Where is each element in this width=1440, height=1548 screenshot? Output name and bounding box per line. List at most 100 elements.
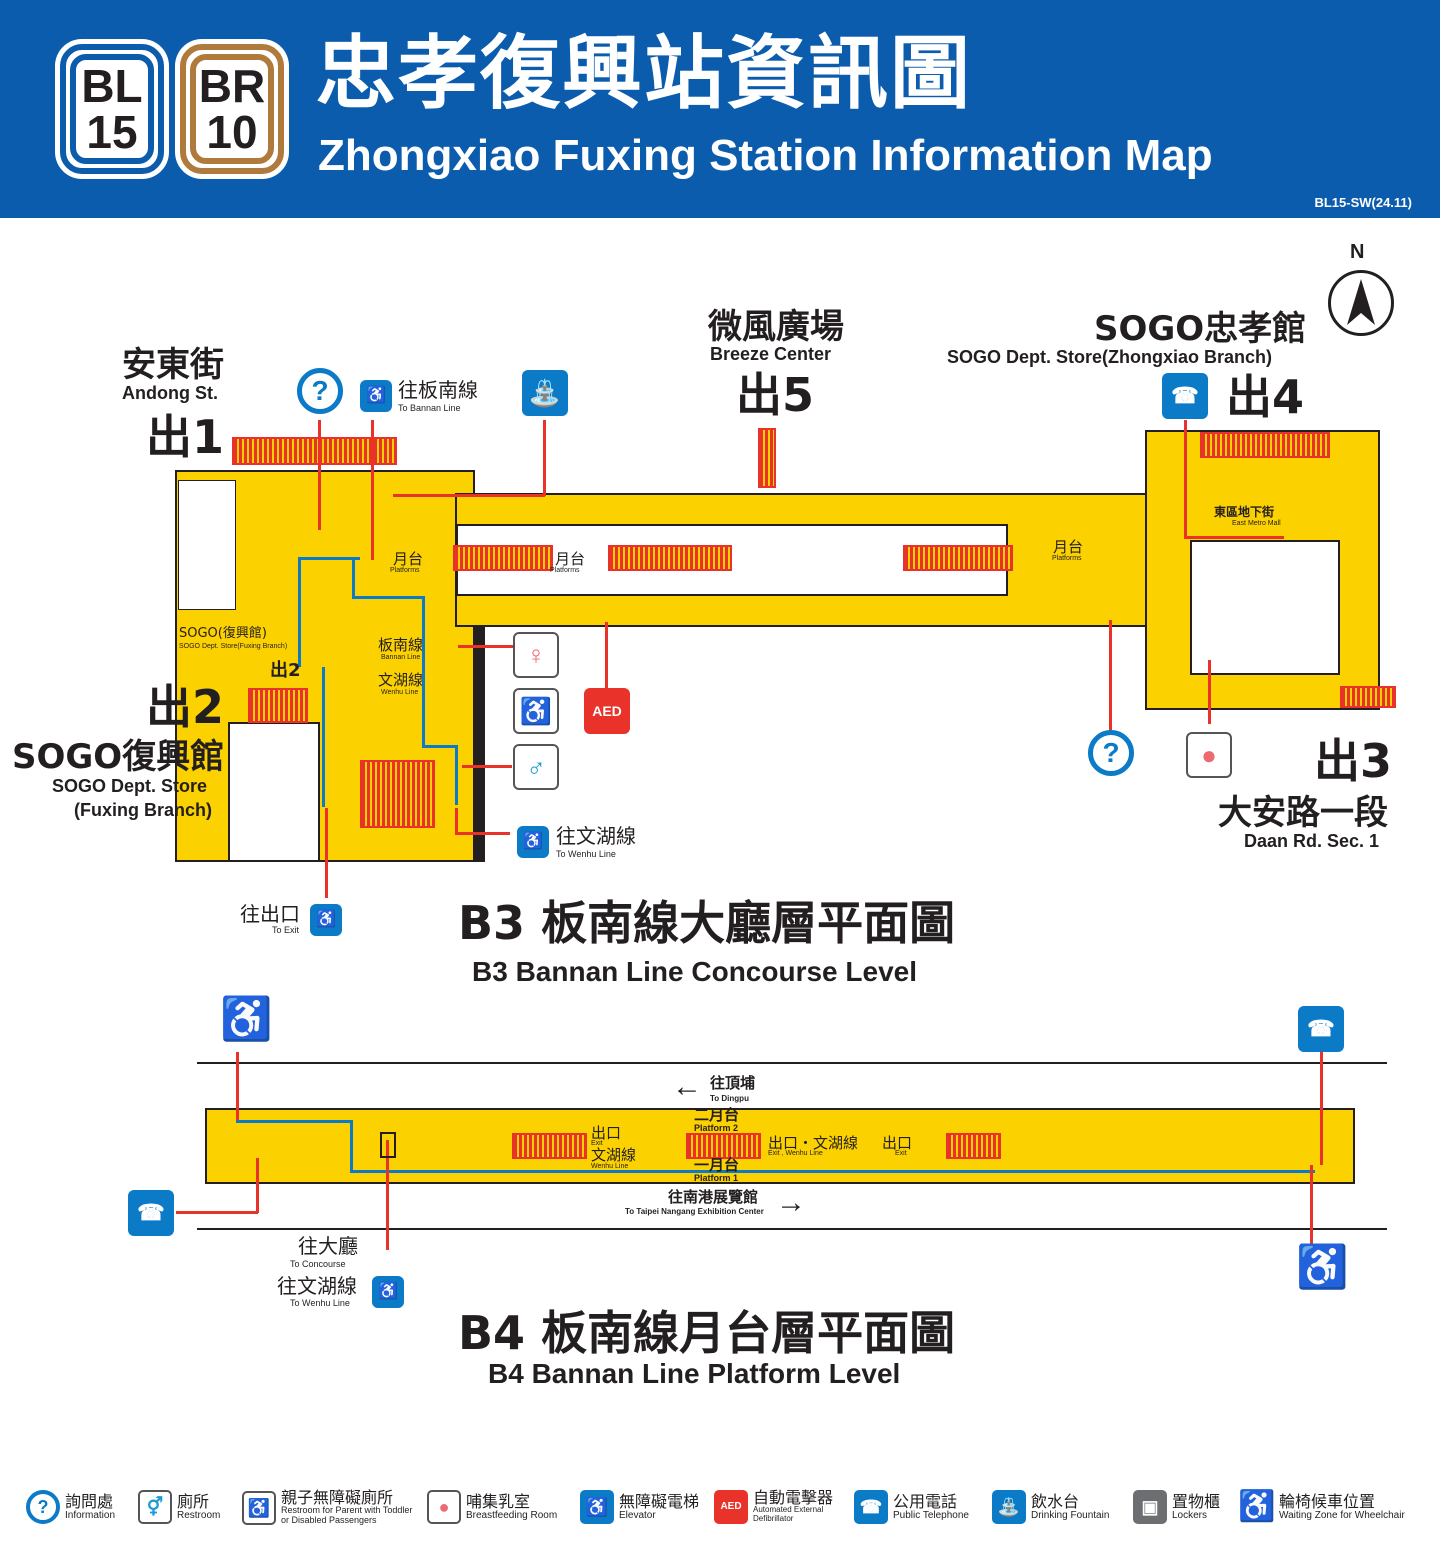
accessible-route xyxy=(322,667,325,807)
exit5-name-en: Breeze Center xyxy=(710,344,832,364)
elevator-icon[interactable]: ♿ xyxy=(517,826,549,858)
elevator-shaft xyxy=(380,1132,396,1158)
to-concourse-label-en: To Concourse xyxy=(290,1259,346,1269)
escalator-platform xyxy=(903,545,1013,571)
facility-line xyxy=(543,420,546,496)
bannan-line-label-en: Bannan Line xyxy=(381,654,421,661)
sogo-inner-label-en: SOGO Dept. Store(Fuxing Branch) xyxy=(179,643,288,650)
b4-level-title: B4 板南線月台層平面圖 xyxy=(458,1306,956,1360)
b4-level-title-en: B4 Bannan Line Platform Level xyxy=(488,1358,901,1389)
legend-label: 公用電話 xyxy=(893,1491,958,1511)
to-wenhu-label-en: To Wenhu Line xyxy=(556,849,616,859)
legend-label: 詢問處 xyxy=(65,1491,114,1511)
exit2-small-label: 出2 xyxy=(270,660,301,681)
track-wall xyxy=(197,1062,1387,1064)
telephone-icon[interactable]: ☎ xyxy=(1162,373,1208,419)
to-bannan-label: 往板南線 xyxy=(398,378,478,402)
restroom-male-icon[interactable]: ♂ xyxy=(513,744,559,790)
breastfeeding-icon[interactable]: ● xyxy=(1186,732,1232,778)
b3-level-title: B3 板南線大廳層平面圖 xyxy=(458,896,956,950)
exit1-number: 出1 xyxy=(146,410,225,464)
exit1-name-en: Andong St. xyxy=(122,383,218,403)
facility-line xyxy=(605,622,608,690)
title-chinese: 忠孝復興站資訊圖 xyxy=(316,27,972,120)
wenhu-line-label: 文湖線 xyxy=(378,671,424,689)
elevator-icon[interactable]: ♿ xyxy=(372,1276,404,1308)
information-icon[interactable]: ? xyxy=(1088,730,1134,776)
facility-line xyxy=(1184,536,1284,539)
accessible-route xyxy=(298,557,301,667)
information-icon[interactable]: ? xyxy=(297,368,343,414)
telephone-icon[interactable]: ☎ xyxy=(1298,1006,1344,1052)
platforms-label: 月台 xyxy=(393,550,424,568)
accessible-route xyxy=(455,745,458,805)
to-dingpu-label: 往頂埔 xyxy=(710,1074,756,1092)
drinking-fountain-icon[interactable]: ⛲ xyxy=(522,370,568,416)
platforms-label-en: Platforms xyxy=(1052,555,1082,562)
exit5-name: 微風廣場 xyxy=(708,307,844,347)
legend-label: 哺集乳室 xyxy=(466,1491,531,1511)
wheelchair-icon: ♿ xyxy=(1238,1490,1276,1523)
escalator xyxy=(686,1133,761,1159)
escalator-exit2 xyxy=(248,688,308,723)
badge-line: BL xyxy=(81,60,143,112)
wenhu-label: 文湖線 xyxy=(591,1146,637,1164)
exit-wenhu-label-en: Exit , Wenhu Line xyxy=(768,1150,823,1157)
aed-icon[interactable]: AED xyxy=(584,688,630,734)
legend-label-en: Elevator xyxy=(619,1509,656,1521)
legend-label: 親子無障礙廁所 xyxy=(281,1488,394,1507)
facility-line xyxy=(455,808,458,834)
to-wenhu-label-en: To Wenhu Line xyxy=(290,1298,350,1308)
to-concourse-label: 往大廳 xyxy=(298,1234,358,1258)
facility-line xyxy=(325,808,328,898)
legend-label: 飲水台 xyxy=(1031,1491,1080,1511)
north-arrow-icon xyxy=(1328,270,1394,336)
legend-label: 無障礙電梯 xyxy=(619,1491,700,1511)
east-metro-label: 東區地下街 xyxy=(1214,505,1275,519)
legend-label-en: Automated External Defibrillator xyxy=(753,1505,824,1523)
map-code: BL15-SW(24.11) xyxy=(1314,195,1412,210)
to-dingpu-label-en: To Dingpu xyxy=(710,1094,749,1103)
sogo-inner-label: SOGO(復興館) xyxy=(179,626,267,641)
accessible-route xyxy=(352,557,355,597)
track-wall xyxy=(197,1228,1387,1230)
family-restroom-icon: ♿ xyxy=(242,1490,276,1525)
platforms-label-en: Platforms xyxy=(390,567,420,574)
platforms-label: 月台 xyxy=(1053,538,1084,556)
wheelchair-icon[interactable]: ♿ xyxy=(1296,1243,1349,1290)
wenhu-line-label-en: Wenhu Line xyxy=(381,689,419,696)
platforms-label: 月台 xyxy=(555,550,586,568)
legend-label: 廁所 xyxy=(177,1491,210,1511)
accessible-route xyxy=(352,596,424,599)
facility-line xyxy=(462,765,512,768)
facility-line xyxy=(318,420,321,530)
restroom-female-icon[interactable]: ♀ xyxy=(513,632,559,678)
escalator-exit1 xyxy=(232,437,397,465)
bannan-line-label: 板南線 xyxy=(378,636,424,654)
telephone-icon[interactable]: ☎ xyxy=(128,1190,174,1236)
legend-label: 置物櫃 xyxy=(1172,1491,1221,1511)
legend-label-en: Lockers xyxy=(1172,1509,1208,1521)
wheelchair-icon[interactable]: ♿ xyxy=(220,995,273,1042)
facility-line xyxy=(455,832,510,835)
breastfeeding-icon: ● xyxy=(427,1490,461,1524)
elevator-icon[interactable]: ♿ xyxy=(310,904,342,936)
elevator-icon[interactable]: ♿ xyxy=(360,380,392,412)
exit2-number: 出2 xyxy=(146,680,225,734)
sogo-passage xyxy=(228,722,320,862)
facility-line xyxy=(1184,420,1187,538)
platform1-label-en: Platform 1 xyxy=(694,1173,739,1183)
family-restroom-icon[interactable]: ♿ xyxy=(513,688,559,734)
facility-line xyxy=(1320,1050,1323,1165)
accessible-route xyxy=(350,1120,353,1172)
facility-line xyxy=(1208,660,1211,724)
compass-label: N xyxy=(1350,241,1365,263)
